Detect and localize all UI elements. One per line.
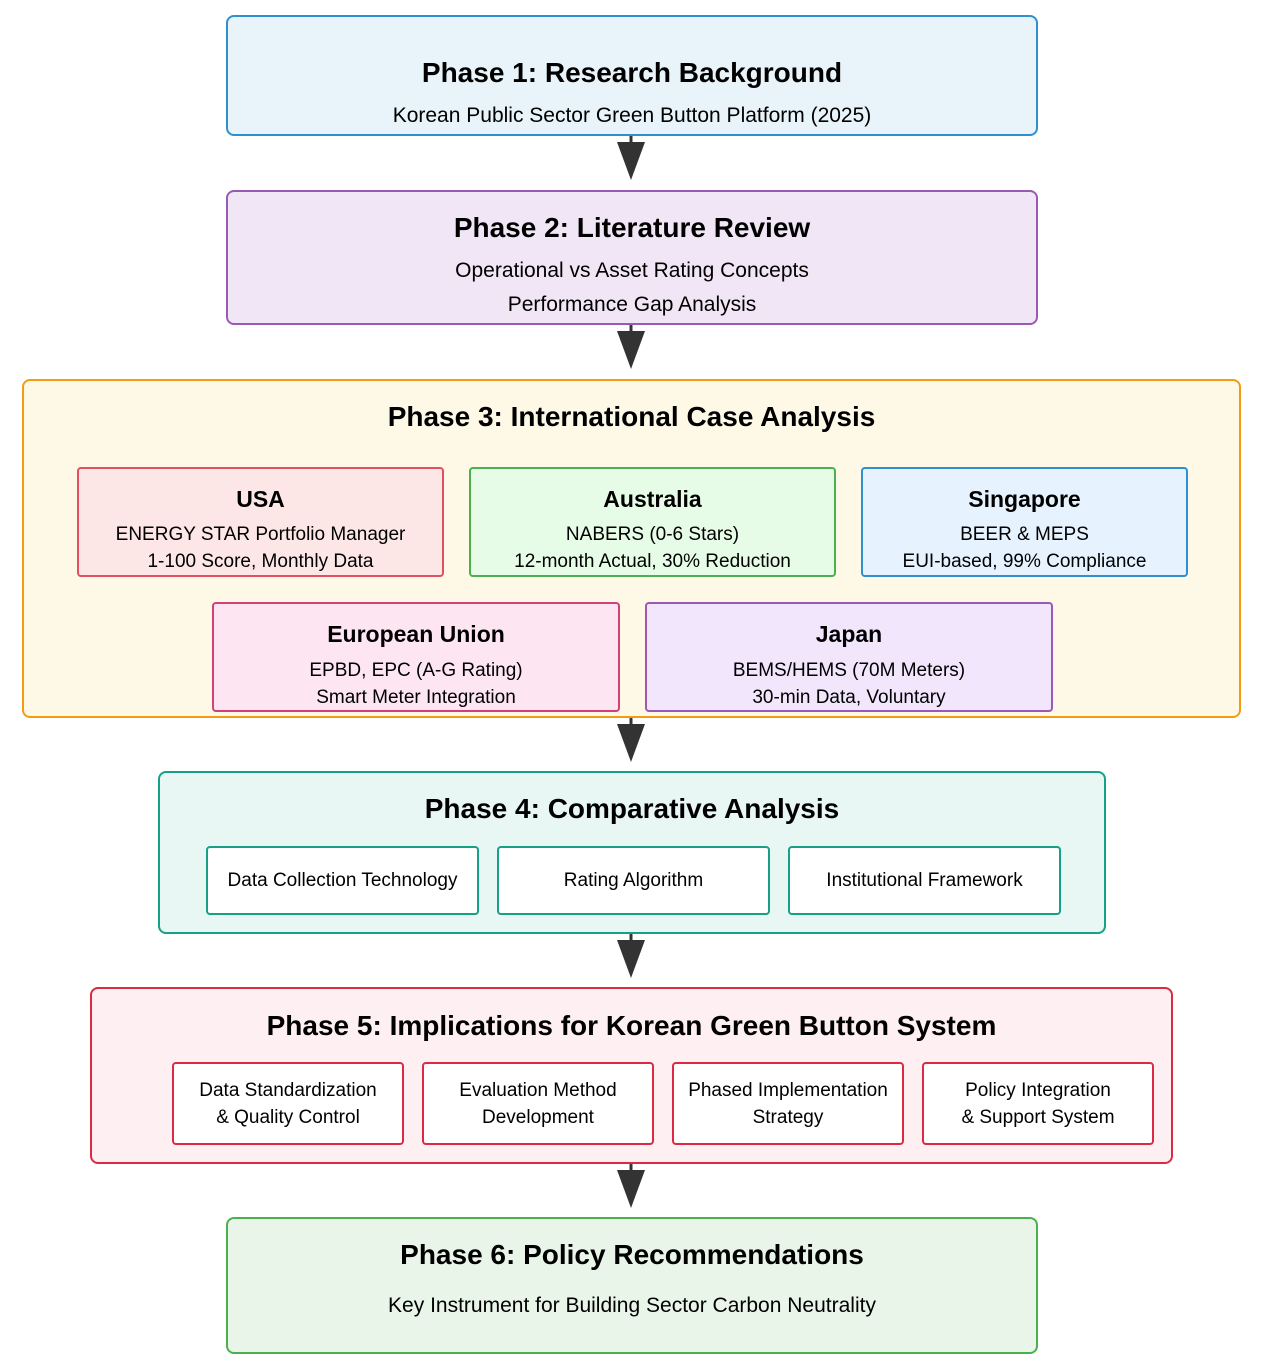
phase-3-box: Phase 3: International Case Analysis USA…: [22, 379, 1241, 718]
implication-line: Strategy: [752, 1106, 824, 1128]
country-name: Singapore: [968, 486, 1081, 512]
analysis-item-rating-algorithm: Rating Algorithm: [497, 846, 770, 915]
country-card-singapore: Singapore BEER & MEPS EUI-based, 99% Com…: [861, 467, 1188, 577]
phase-6-box: Phase 6: Policy Recommendations Key Inst…: [226, 1217, 1038, 1354]
implication-line: Policy Integration: [965, 1079, 1111, 1101]
analysis-item-label: Institutional Framework: [826, 870, 1023, 891]
analysis-item-label: Rating Algorithm: [563, 870, 704, 891]
phase-1-description: Korean Public Sector Green Button Platfo…: [392, 104, 872, 127]
phase-6-title: Phase 6: Policy Recommendations: [400, 1239, 864, 1270]
phase-4-title: Phase 4: Comparative Analysis: [424, 793, 840, 824]
implication-data-standardization: Data Standardization & Quality Control: [172, 1062, 404, 1145]
country-detail: ENERGY STAR Portfolio Manager: [115, 524, 406, 545]
country-detail: NABERS (0-6 Stars): [565, 524, 740, 545]
analysis-item-data-collection: Data Collection Technology: [206, 846, 479, 915]
country-name: USA: [236, 486, 285, 512]
country-detail: 30-min Data, Voluntary: [752, 687, 946, 708]
country-card-european-union: European Union EPBD, EPC (A-G Rating) Sm…: [212, 602, 620, 712]
country-detail: BEER & MEPS: [960, 524, 1089, 545]
phase-2-description-line-2: Performance Gap Analysis: [507, 293, 757, 316]
country-detail: Smart Meter Integration: [316, 687, 516, 708]
phase-1-box: Phase 1: Research Background Korean Publ…: [226, 15, 1038, 136]
country-detail: 1-100 Score, Monthly Data: [147, 551, 374, 572]
arrow-phase-4-to-5: [617, 934, 645, 978]
implication-line: & Support System: [961, 1106, 1115, 1128]
phase-5-box: Phase 5: Implications for Korean Green B…: [90, 987, 1173, 1164]
country-name: Japan: [815, 621, 883, 647]
country-detail: EUI-based, 99% Compliance: [902, 551, 1147, 572]
implication-policy-integration: Policy Integration & Support System: [922, 1062, 1154, 1145]
country-detail: 12-month Actual, 30% Reduction: [514, 551, 791, 572]
country-detail: BEMS/HEMS (70M Meters): [732, 660, 966, 681]
phase-1-title: Phase 1: Research Background: [421, 57, 843, 88]
arrow-phase-5-to-6: [617, 1164, 645, 1208]
phase-6-description: Key Instrument for Building Sector Carbo…: [388, 1294, 876, 1317]
arrow-phase-2-to-3: [617, 325, 645, 369]
arrow-phase-3-to-4: [617, 718, 645, 762]
implication-line: Data Standardization: [199, 1079, 377, 1101]
country-name: Australia: [603, 486, 702, 512]
phase-3-title: Phase 3: International Case Analysis: [387, 401, 876, 432]
implication-phased-implementation: Phased Implementation Strategy: [672, 1062, 904, 1145]
phase-2-title: Phase 2: Literature Review: [453, 212, 811, 243]
implication-line: & Quality Control: [216, 1106, 360, 1128]
country-detail: EPBD, EPC (A-G Rating): [309, 660, 523, 681]
analysis-item-institutional-framework: Institutional Framework: [788, 846, 1061, 915]
country-card-japan: Japan BEMS/HEMS (70M Meters) 30-min Data…: [645, 602, 1053, 712]
implication-evaluation-method: Evaluation Method Development: [422, 1062, 654, 1145]
country-card-usa: USA ENERGY STAR Portfolio Manager 1-100 …: [77, 467, 444, 577]
arrow-phase-1-to-2: [617, 136, 645, 180]
phase-2-box: Phase 2: Literature Review Operational v…: [226, 190, 1038, 325]
implication-line: Phased Implementation: [688, 1079, 888, 1101]
country-name: European Union: [327, 621, 505, 647]
implication-line: Development: [482, 1106, 594, 1128]
country-card-australia: Australia NABERS (0-6 Stars) 12-month Ac…: [469, 467, 836, 577]
implication-line: Evaluation Method: [459, 1079, 617, 1101]
analysis-item-label: Data Collection Technology: [227, 870, 458, 891]
phase-4-box: Phase 4: Comparative Analysis Data Colle…: [158, 771, 1106, 934]
phase-5-title: Phase 5: Implications for Korean Green B…: [266, 1010, 997, 1041]
phase-2-description-line-1: Operational vs Asset Rating Concepts: [455, 259, 809, 282]
